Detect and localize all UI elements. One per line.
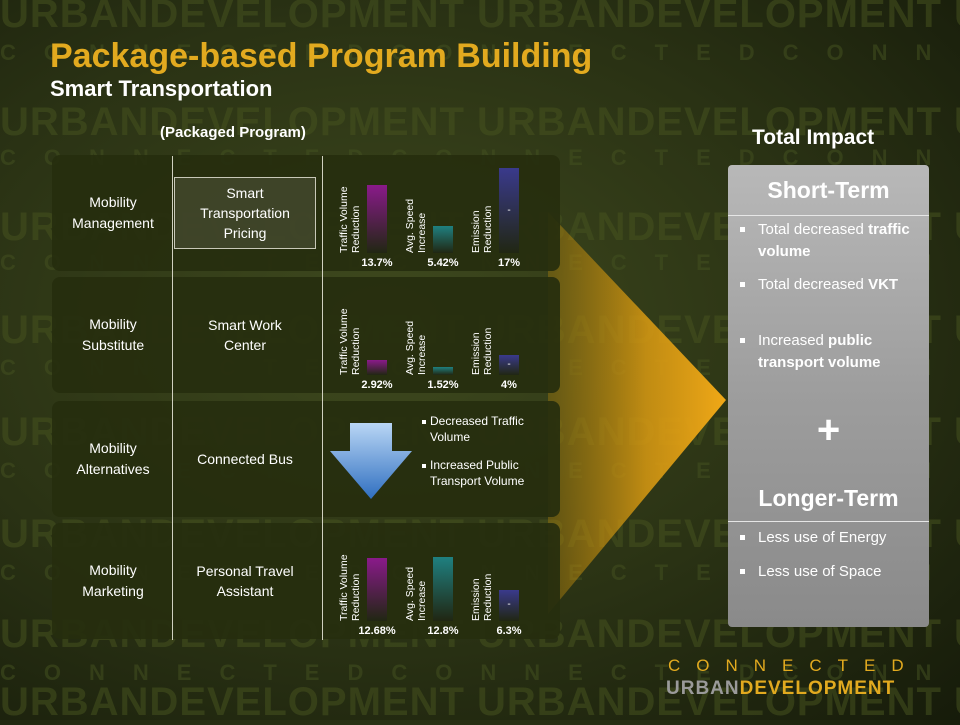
smart-transportation-pricing-box: Smart Transportation Pricing [174, 177, 316, 249]
connected-bus-bullets: Decreased Traffic Volume Increased Publi… [422, 413, 550, 501]
bar-traffic-volume [367, 360, 387, 375]
row-category: Mobility Alternatives [76, 440, 150, 477]
row-mobility-alternatives: Mobility Alternatives Connected Bus Decr… [52, 401, 560, 517]
bar-value-label: 4% [501, 379, 517, 391]
row-mobility-marketing: Mobility Marketing Personal Travel Assis… [52, 523, 560, 639]
longer-term-heading: Longer-Term [758, 485, 899, 511]
bar-emission [499, 589, 519, 621]
bar-traffic-volume [367, 557, 387, 621]
bar-value-label: 13.7% [361, 257, 393, 269]
background-watermark: URBANDEVELOPMENT URBANDEVELOPMENT URBAND… [0, 0, 960, 36]
impact-item: Less use of Space [740, 561, 925, 583]
row-program: Smart Work Center [208, 317, 282, 353]
bar-value-label: 1.52% [427, 379, 459, 391]
emission-dash-mark: - [507, 359, 511, 370]
bar-emission [499, 168, 519, 253]
row-category: Mobility Management [72, 194, 154, 231]
row-mobility-management: Mobility Management Smart Transportation… [52, 155, 560, 271]
bar-value-label: 12.68% [358, 625, 396, 637]
bullet-item: Increased Public Transport Volume [422, 457, 550, 489]
bullet-item: Decreased Traffic Volume [422, 413, 550, 445]
background-watermark: URBANDEVELOPMENT URBANDEVELOPMENT URBAND… [0, 680, 960, 724]
bar-traffic-volume [367, 184, 387, 253]
bar-emission [499, 355, 519, 375]
emission-dash-mark: - [507, 204, 511, 216]
short-term-heading: Short-Term [767, 177, 890, 203]
impact-item: Total decreased VKT [740, 274, 925, 296]
connected-urban-development-logo: CONNECTED URBANDEVELOPMENT [666, 656, 920, 699]
bar-value-label: 17% [497, 257, 521, 269]
total-impact-panel: Short-Term Total decreased traffic volum… [728, 165, 929, 627]
bar-avg-speed [433, 225, 453, 253]
impact-arrow [548, 212, 726, 614]
divider [728, 521, 929, 522]
plus-sign: + [816, 408, 841, 452]
row-category: Mobility Marketing [82, 562, 144, 599]
bar-value-label: 6.3% [496, 625, 522, 637]
background-watermark: CONNECTEDCONNECTEDCONNECTEDCONN [0, 660, 960, 685]
bar-avg-speed [433, 557, 453, 621]
background-watermark: URBANDEVELOPMENT URBANDEVELOPMENT URBAND… [0, 100, 960, 144]
bar-avg-speed [433, 367, 453, 375]
row-program: Smart Transportation Pricing [174, 155, 316, 271]
page-subtitle: Smart Transportation [50, 76, 273, 101]
column-divider [172, 156, 173, 640]
total-impact-label: Total Impact [752, 126, 875, 149]
packaged-program-label: (Packaged Program) [160, 124, 306, 141]
impact-item: Less use of Energy [740, 527, 925, 549]
emission-dash-mark: - [507, 599, 511, 611]
row-category: Mobility Substitute [81, 316, 145, 353]
row-program: Personal Travel Assistant [196, 563, 294, 599]
column-divider [322, 156, 323, 640]
divider [728, 215, 929, 216]
row-mobility-substitute: Mobility Substitute Smart Work Center Tr… [52, 277, 560, 393]
row-program: Connected Bus [197, 451, 293, 467]
bar-value-label: 5.42% [427, 257, 459, 269]
bar-value-label: 12.8% [427, 625, 459, 637]
impact-item: Increased public transport volume [740, 330, 925, 374]
background-watermark: CONNECTEDCONNECTEDCONNECTEDCONN [0, 40, 960, 65]
page-title: Package-based Program Building [50, 37, 593, 75]
bar-value-label: 2.92% [361, 379, 393, 391]
down-arrow-icon [330, 423, 412, 499]
impact-item: Total decreased traffic volume [740, 219, 925, 263]
